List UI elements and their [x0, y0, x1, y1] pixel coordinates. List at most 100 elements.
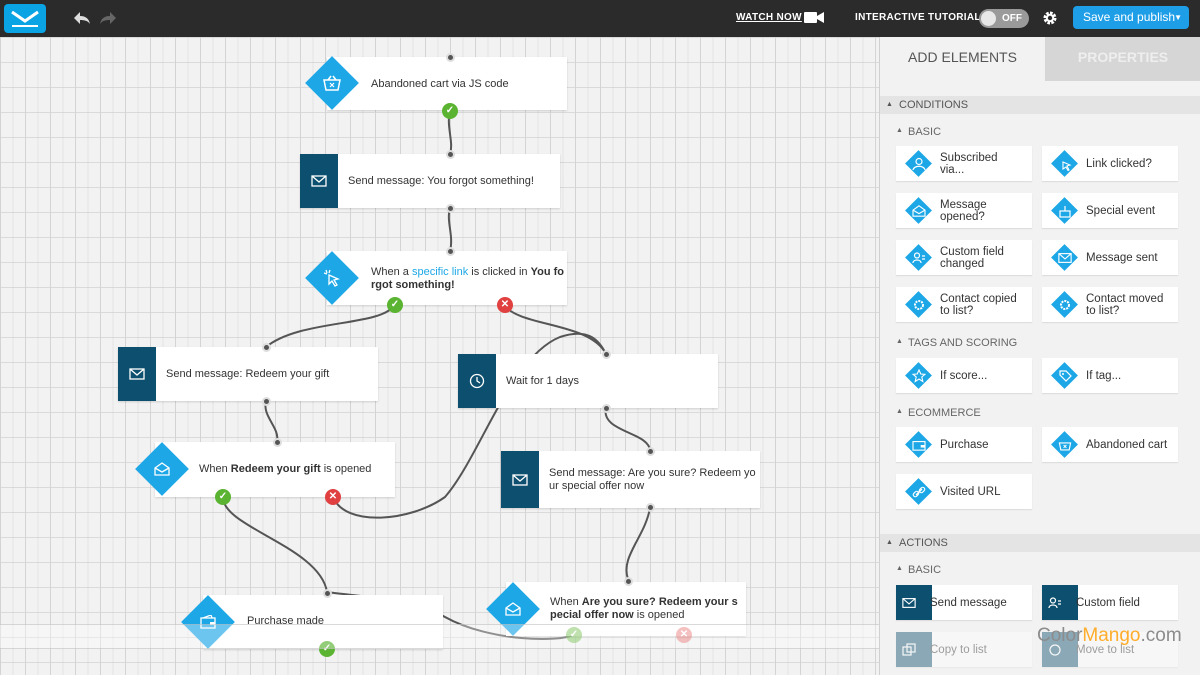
element-icon — [896, 632, 932, 667]
workflow-canvas[interactable]: Abandoned cart via JS code ✓ Send messag… — [0, 37, 879, 675]
save-and-publish-button[interactable]: Save and publish ▼ — [1073, 6, 1189, 29]
element-copy-to-list[interactable]: Copy to list — [896, 632, 1032, 667]
element-message-sent[interactable]: Message sent — [1042, 240, 1178, 275]
no-cross-icon[interactable]: ✕ — [497, 297, 513, 313]
element-purchase[interactable]: Purchase — [896, 427, 1032, 462]
undo-icon[interactable] — [72, 9, 92, 27]
text-post: is opened — [633, 609, 685, 621]
node-abandoned-cart[interactable]: Abandoned cart via JS code — [305, 56, 567, 110]
connector-dot[interactable] — [323, 589, 332, 598]
element-link-clicked[interactable]: Link clicked? — [1042, 146, 1178, 181]
element-icon — [896, 585, 932, 620]
element-label: Special event — [1086, 204, 1156, 217]
element-icon — [1051, 431, 1078, 458]
element-icon — [1051, 362, 1078, 389]
element-visited-url[interactable]: Visited URL — [896, 474, 1032, 509]
subsection-basic[interactable]: ▲BASIC — [896, 126, 941, 138]
element-label: Copy to list — [930, 643, 987, 656]
envelope-icon — [129, 368, 145, 380]
connector-dot[interactable] — [446, 150, 455, 159]
watch-now-link[interactable]: WATCH NOW — [736, 12, 802, 23]
section-actions[interactable]: ▲ACTIONS — [880, 534, 1200, 552]
node-square — [300, 154, 338, 208]
star-icon — [911, 368, 926, 383]
node-when-link-clicked[interactable]: When a specific link is clicked in You f… — [305, 251, 567, 305]
element-abandoned-cart[interactable]: Abandoned cart — [1042, 427, 1178, 462]
interactive-tutorial-label: INTERACTIVE TUTORIAL — [855, 12, 981, 23]
text-pre: When — [550, 596, 582, 608]
node-label: When a specific link is clicked in You f… — [371, 266, 564, 292]
node-diamond — [135, 442, 189, 496]
wallet-icon — [200, 615, 216, 629]
node-diamond — [305, 56, 359, 110]
connector-dot[interactable] — [646, 447, 655, 456]
connector-dot[interactable] — [262, 397, 271, 406]
video-camera-icon[interactable] — [804, 11, 824, 29]
element-if-tag[interactable]: If tag... — [1042, 358, 1178, 393]
element-label: Link clicked? — [1086, 157, 1152, 170]
node-wait[interactable]: Wait for 1 days — [458, 354, 718, 408]
connector-dot[interactable] — [446, 247, 455, 256]
no-cross-icon[interactable]: ✕ — [676, 627, 692, 643]
no-cross-icon[interactable]: ✕ — [325, 489, 341, 505]
connector-dot[interactable] — [262, 343, 271, 352]
connector-dot[interactable] — [624, 577, 633, 586]
element-icon — [905, 362, 932, 389]
toggle-state-label: OFF — [1002, 13, 1022, 24]
node-send-message-gift[interactable]: Send message: Redeem your gift — [118, 347, 378, 401]
node-label: Wait for 1 days — [506, 375, 579, 387]
connector-dot[interactable] — [273, 438, 282, 447]
section-conditions[interactable]: ▲CONDITIONS — [880, 96, 1200, 114]
yes-check-icon[interactable]: ✓ — [387, 297, 403, 313]
element-special-event[interactable]: Special event — [1042, 193, 1178, 228]
tab-properties[interactable]: PROPERTIES — [1045, 37, 1200, 81]
link-no-wait — [503, 304, 607, 355]
element-label: Visited URL — [940, 485, 1001, 498]
connector-dot[interactable] — [602, 404, 611, 413]
element-send-message[interactable]: Send message — [896, 585, 1032, 620]
yes-check-icon[interactable]: ✓ — [319, 641, 335, 657]
cursor-click-icon — [323, 269, 340, 287]
subsection-actions-basic[interactable]: ▲BASIC — [896, 564, 941, 576]
app-logo[interactable] — [4, 4, 46, 33]
node-square — [501, 451, 539, 508]
text-line: ur special offer now — [549, 480, 645, 492]
tutorial-toggle[interactable]: OFF — [979, 9, 1029, 28]
yes-check-icon[interactable]: ✓ — [566, 627, 582, 643]
basket-icon — [1058, 441, 1071, 450]
yes-check-icon[interactable]: ✓ — [215, 489, 231, 505]
node-label: When Redeem your gift is opened — [199, 463, 371, 476]
settings-gear-icon[interactable] — [1042, 10, 1058, 31]
tab-add-elements[interactable]: ADD ELEMENTS — [880, 37, 1045, 81]
subsection-tags-scoring[interactable]: ▲TAGS AND SCORING — [896, 337, 1017, 349]
connector-dot[interactable] — [602, 350, 611, 359]
element-custom-field[interactable]: Custom field — [1042, 585, 1178, 620]
node-send-message-forgot[interactable]: Send message: You forgot something! — [300, 154, 560, 208]
specific-link[interactable]: specific link — [411, 266, 469, 278]
subsection-ecommerce[interactable]: ▲ECOMMERCE — [896, 407, 981, 419]
element-if-score[interactable]: If score... — [896, 358, 1032, 393]
wallet-icon — [911, 440, 926, 451]
connector-dot[interactable] — [446, 204, 455, 213]
dropdown-caret-icon[interactable]: ▼ — [1174, 13, 1182, 22]
node-label: Send message: You forgot something! — [348, 175, 534, 187]
top-toolbar: WATCH NOW INTERACTIVE TUTORIAL OFF Save … — [0, 0, 1200, 37]
connector-dot[interactable] — [646, 503, 655, 512]
connector-dot[interactable] — [446, 53, 455, 62]
redo-icon[interactable] — [98, 9, 118, 27]
node-when-gift-opened[interactable]: When Redeem your gift is opened — [135, 442, 395, 497]
envelope-icon — [311, 175, 327, 187]
link-sendgift-whengift — [264, 400, 279, 443]
element-move-to-list[interactable]: Move to list — [1042, 632, 1178, 667]
yes-check-icon[interactable]: ✓ — [442, 103, 458, 119]
